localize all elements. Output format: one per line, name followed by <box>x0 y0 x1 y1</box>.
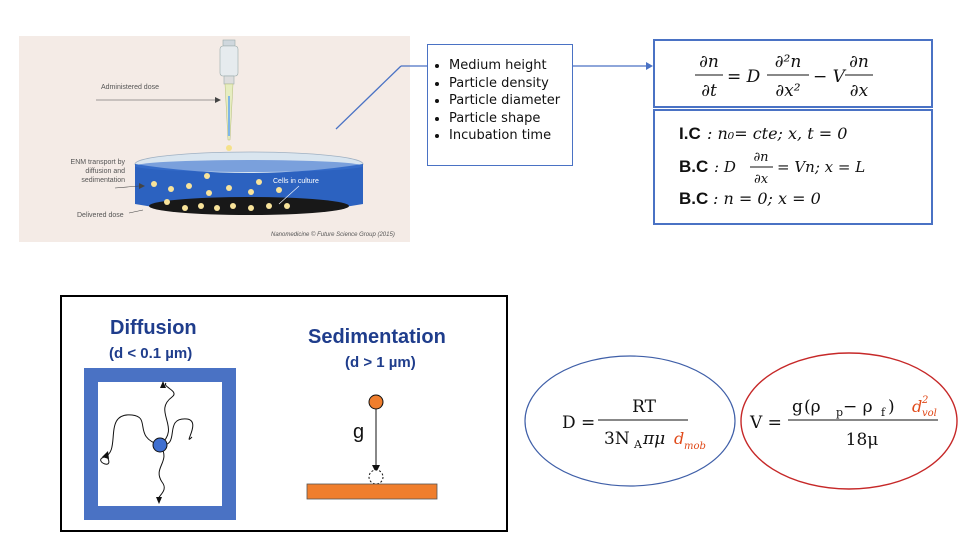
sedimentation-surface <box>306 483 438 500</box>
bc1-denominator: ∂x <box>754 172 769 187</box>
transport-mechanisms-panel: Diffusion (d < 0.1 µm) Sedimentation (d … <box>60 295 508 532</box>
sedimentation-subtitle: (d > 1 µm) <box>345 354 416 371</box>
bc2-label: B.C <box>679 189 708 208</box>
d1-numerator: ∂n <box>849 52 869 72</box>
d1-denominator: ∂x <box>850 81 869 101</box>
d-lhs: D = <box>562 413 595 433</box>
d-mob: d <box>674 429 684 448</box>
transport-equation: ∂n ∂t = D ∂²n ∂x² − V ∂n ∂x <box>695 52 873 101</box>
minus-v: − V <box>813 67 847 87</box>
bc1-post: = Vn; x = L <box>777 158 865 176</box>
v-dvol: d <box>912 397 922 416</box>
d-den-3n: 3N <box>604 429 630 449</box>
diffusion-coefficient-ellipse <box>524 355 736 487</box>
ic-text: : n₀= cte; x, t = 0 <box>707 124 847 143</box>
parameter-item: Particle density <box>449 75 572 93</box>
v-dvol-sub: vol <box>922 408 937 419</box>
d-numerator: RT <box>632 397 657 417</box>
d2-denominator: ∂x² <box>775 81 800 101</box>
boundary-conditions: I.C : n₀= cte; x, t = 0 B.C : D ∂n ∂x = … <box>679 124 865 208</box>
v-close: ) <box>888 397 895 417</box>
parameter-list: Medium height Particle density Particle … <box>428 57 572 145</box>
random-walk-path <box>100 414 161 465</box>
cells-in-culture-label: Cells in culture <box>273 178 319 185</box>
parameter-item: Medium height <box>449 57 572 75</box>
parameter-item: Particle diameter <box>449 92 572 110</box>
lhs-denominator: ∂t <box>701 81 717 101</box>
v-dvol-sup: 2 <box>921 395 928 406</box>
mechanism-drawings <box>84 368 438 520</box>
parameter-list-box: Medium height Particle density Particle … <box>427 44 573 166</box>
transport-equation-box: ∂n ∂t = D ∂²n ∂x² − V ∂n ∂x <box>653 39 933 108</box>
diffusion-title: Diffusion <box>110 317 197 339</box>
boundary-conditions-box: I.C : n₀= cte; x, t = 0 B.C : D ∂n ∂x = … <box>653 109 933 225</box>
v-lhs: V = <box>749 413 782 433</box>
dosimetry-illustration: Administered dose ENM transport by diffu… <box>19 36 410 242</box>
v-rho-p-sub: p <box>836 406 843 419</box>
pipette-icon <box>219 39 239 163</box>
d2-numerator: ∂²n <box>775 52 802 72</box>
bc1-pre: : D <box>714 158 736 176</box>
bc1-numerator: ∂n <box>753 150 768 165</box>
petri-dish-drawing <box>96 39 364 215</box>
v-num-paren: (ρ <box>804 397 821 417</box>
d-den-sub: A <box>633 438 643 451</box>
particles <box>151 173 290 211</box>
bc2-text: : n = 0; x = 0 <box>713 189 821 208</box>
sedimentation-title: Sedimentation <box>308 326 446 348</box>
settled-particle-outline <box>368 469 384 485</box>
lhs-numerator: ∂n <box>699 52 719 72</box>
diffusing-particle <box>152 437 168 453</box>
administered-dose-label: Administered dose <box>101 84 159 91</box>
parameter-item: Incubation time <box>449 127 572 145</box>
d-den-tail: πμ <box>642 429 665 449</box>
v-minus: − ρ <box>843 397 873 417</box>
v-denominator: 18μ <box>846 430 879 450</box>
credit-label: Nanomedicine © Future Science Group (201… <box>271 232 395 238</box>
gravity-label: g <box>353 421 365 443</box>
equals-d: = D <box>727 67 761 87</box>
diffusion-subtitle: (d < 0.1 µm) <box>109 345 193 362</box>
parameter-item: Particle shape <box>449 110 572 128</box>
enm-transport-label: ENM transport by diffusion and sedimenta… <box>53 158 125 185</box>
enm-line-3: sedimentation <box>81 177 125 184</box>
sedimentation-velocity-ellipse <box>740 352 958 490</box>
enm-line-2: diffusion and <box>85 168 125 175</box>
delivered-dose-label: Delivered dose <box>77 212 124 219</box>
d-mob-sub: mob <box>684 441 706 452</box>
bc1-label: B.C <box>679 157 708 176</box>
v-num-g: g <box>792 397 803 417</box>
ic-label: I.C <box>679 124 701 143</box>
enm-line-1: ENM transport by <box>70 159 125 166</box>
v-rho-f-sub: f <box>881 406 886 419</box>
